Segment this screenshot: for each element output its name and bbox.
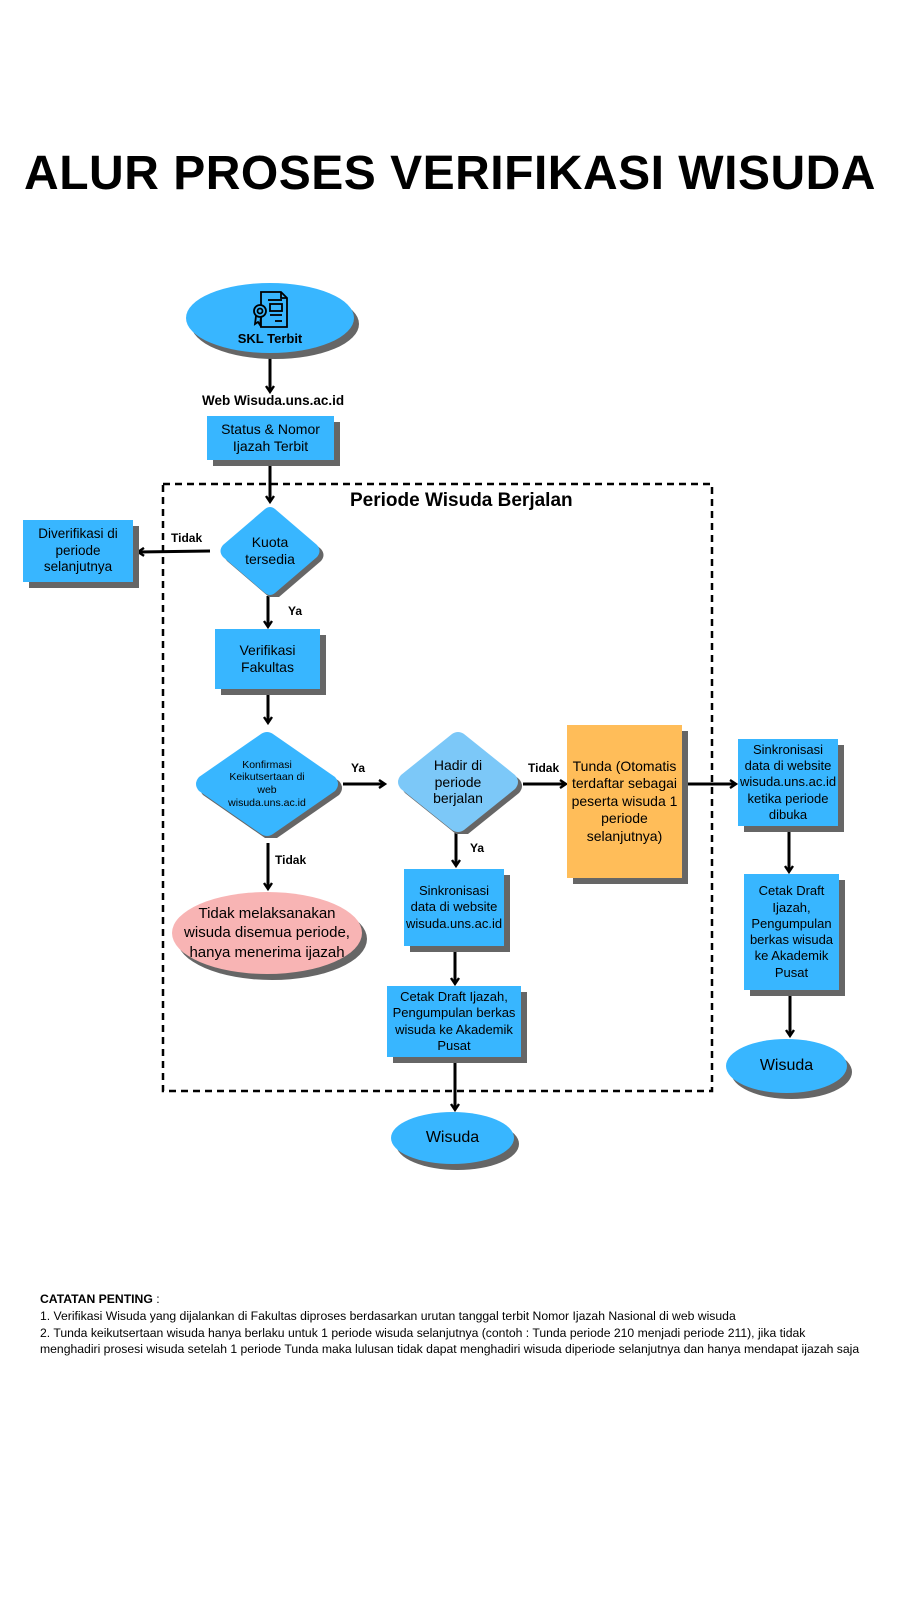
sinkronisasi-right-node: Sinkronisasi data di website wisuda.uns.… [738, 739, 838, 826]
kuota-diamond-shape [220, 507, 324, 597]
kuota-decision: Kuota tersedia [215, 505, 325, 597]
skl-terbit-label: SKL Terbit [237, 330, 303, 346]
skl-terbit-node: SKL Terbit [186, 283, 354, 353]
konfirmasi-decision: Konfirmasi Keikutsertaan di web wisuda.u… [191, 730, 343, 838]
hadir-decision: Hadir di periode berjalan [393, 730, 523, 834]
label-konfirmasi-tidak: Tidak [275, 853, 307, 867]
kuota-label: Kuota tersedia [245, 534, 295, 567]
label-hadir-tidak: Tidak [528, 761, 560, 775]
status-ijazah-node: Status & Nomor Ijazah Terbit [207, 416, 334, 460]
verifikasi-fakultas-node: Verifikasi Fakultas [215, 629, 320, 689]
label-hadir-ya: Ya [470, 841, 485, 855]
notes-heading-line: CATATAN PENTING : [40, 1291, 860, 1308]
konfirmasi-label: Konfirmasi Keikutsertaan di web wisuda.u… [228, 758, 306, 809]
label-kuota-ya: Ya [288, 604, 303, 618]
period-boundary [161, 482, 714, 1093]
tunda-node: Tunda (Otomatis terdaftar sebagai pesert… [567, 725, 682, 878]
page-title: ALUR PROSES VERIFIKASI WISUDA [24, 147, 876, 200]
note-item-1: 1. Verifikasi Wisuda yang dijalankan di … [40, 1308, 736, 1323]
label-konfirmasi-ya: Ya [351, 761, 366, 775]
note-item-2: 2. Tunda keikutsertaan wisuda hanya berl… [40, 1325, 860, 1357]
hadir-label: Hadir di periode berjalan [433, 756, 483, 807]
label-kuota-tidak: Tidak [171, 531, 203, 545]
certificate-document-icon [253, 290, 288, 328]
konfirmasi-diamond-shape [196, 732, 342, 838]
notes-heading-suffix: : [152, 1292, 160, 1306]
cetak-draft-mid-node: Cetak Draft Ijazah, Pengumpulan berkas w… [387, 986, 521, 1057]
hadir-diamond-shape [398, 732, 522, 834]
wisuda-mid-node: Wisuda [391, 1112, 514, 1164]
notes-heading: CATATAN PENTING [40, 1292, 153, 1306]
tidak-melaksanakan-node: Tidak melaksanakan wisuda disemua period… [172, 892, 362, 974]
period-label: Periode Wisuda Berjalan [350, 490, 573, 511]
web-label: Web Wisuda.uns.ac.id [202, 393, 345, 408]
wisuda-right-node: Wisuda [726, 1039, 847, 1093]
diverifikasi-node: Diverifikasi di periode selanjutnya [23, 520, 133, 582]
arrow-kuota-diverifikasi [135, 546, 211, 557]
sinkronisasi-mid-node: Sinkronisasi data di website wisuda.uns.… [404, 869, 504, 946]
important-notes: CATATAN PENTING : 1. Verifikasi Wisuda y… [40, 1291, 860, 1358]
cetak-draft-right-node: Cetak Draft Ijazah, Pengumpulan berkas w… [744, 874, 839, 990]
